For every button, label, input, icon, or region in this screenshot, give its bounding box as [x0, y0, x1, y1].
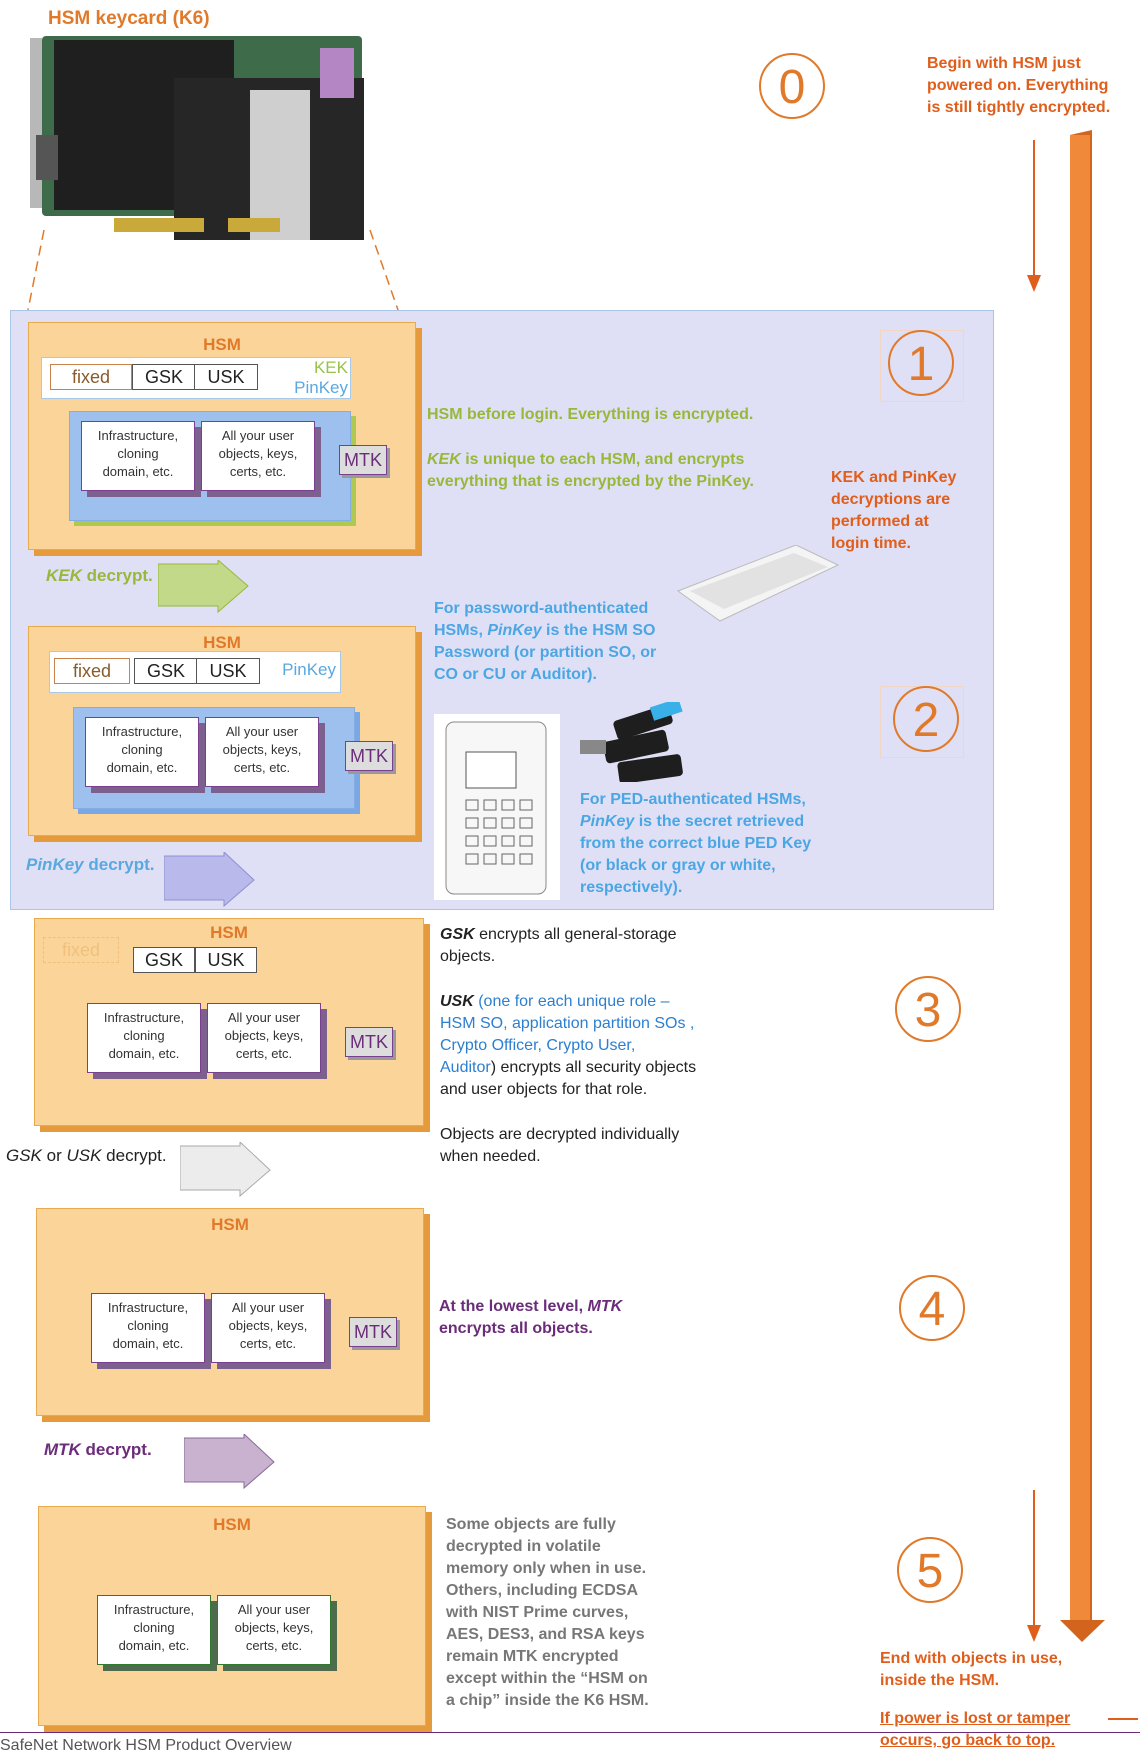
fixed-key-ghost: fixed	[43, 937, 119, 963]
ped-keys-image	[580, 702, 683, 782]
gsk-key: GSK	[132, 364, 196, 390]
hsm-box-1: HSM fixed GSK USK KEK PinKey Infrastruct…	[28, 322, 416, 550]
kek-label: KEK	[313, 358, 348, 377]
footer-text: SafeNet Network HSM Product Overview	[0, 1737, 292, 1754]
hsm-box-3: HSM fixed GSK USK Infrastructure,cloning…	[34, 918, 424, 1126]
step2-ped-note: For PED-authenticated HSMs, PinKey is th…	[580, 791, 812, 896]
keyboard-image	[676, 545, 840, 622]
mtk-key: MTK	[349, 1317, 397, 1347]
step2-password-note: For password-authenticated HSMs, PinKey …	[434, 600, 657, 683]
gsk-usk-decrypt-arrow	[180, 1142, 271, 1198]
kek-decrypt-arrow	[158, 560, 249, 614]
end-note: End with objects in use,inside the HSM.	[880, 1650, 1063, 1689]
ped-device-image	[434, 714, 560, 900]
usk-key: USK	[196, 658, 260, 684]
mtk-key: MTK	[345, 741, 393, 771]
step-2-marker: 2	[893, 686, 959, 752]
gsk-key: GSK	[134, 658, 198, 684]
usk-key: USK	[194, 364, 258, 390]
step-5-marker: 5	[897, 1537, 963, 1603]
step-1-marker: 1	[888, 330, 954, 396]
step3-gsk-note: GSK encrypts all general-storage objects…	[440, 926, 677, 965]
progress-bar	[1060, 130, 1105, 1642]
step-3-marker: 3	[895, 976, 961, 1042]
down-arrow-top	[1027, 140, 1041, 292]
mtk-key: MTK	[339, 445, 387, 475]
pinkey-decrypt-label: PinKey decrypt.	[26, 855, 155, 874]
zoom-lines	[27, 229, 399, 311]
back-to-top-line	[1108, 1718, 1138, 1720]
step-4-marker: 4	[899, 1275, 965, 1341]
pinkey-label: PinKey	[282, 660, 336, 679]
mtk-decrypt-arrow	[184, 1434, 275, 1490]
pinkey-decrypt-arrow	[164, 852, 255, 908]
step-0-marker: 0	[759, 53, 825, 119]
usk-key: USK	[195, 947, 257, 973]
step1-note-a: HSM before login. Everything is encrypte…	[427, 406, 754, 423]
step3-objects-note: Objects are decrypted individually when …	[440, 1126, 680, 1165]
pinkey-label: PinKey	[294, 378, 348, 397]
fixed-key: fixed	[50, 364, 132, 390]
down-arrow-bottom	[1027, 1490, 1041, 1642]
kek-decrypt-label: KEK decrypt.	[46, 566, 153, 585]
step3-usk-note: USK (one for each unique role – HSM SO, …	[440, 993, 697, 1098]
key-row-2: fixed GSK USK PinKey	[49, 651, 341, 693]
key-row-1: fixed GSK USK KEK PinKey	[41, 357, 351, 399]
fixed-key: fixed	[54, 658, 130, 684]
gsk-key: GSK	[133, 947, 195, 973]
mtk-decrypt-label: MTK decrypt.	[44, 1440, 152, 1459]
keycard-image	[30, 36, 364, 240]
footer-divider	[0, 1732, 1140, 1733]
step1-note-b: KEK is unique to each HSM, and encrypts …	[427, 451, 754, 490]
step4-note: At the lowest level, MTK encrypts all ob…	[439, 1298, 623, 1337]
gsk-usk-decrypt-label: GSK or USK decrypt.	[6, 1146, 167, 1165]
mtk-key: MTK	[345, 1027, 393, 1057]
hsm-box-2: HSM fixed GSK USK PinKey Infrastructure,…	[28, 626, 416, 836]
card-title: HSM keycard (K6)	[48, 8, 210, 29]
